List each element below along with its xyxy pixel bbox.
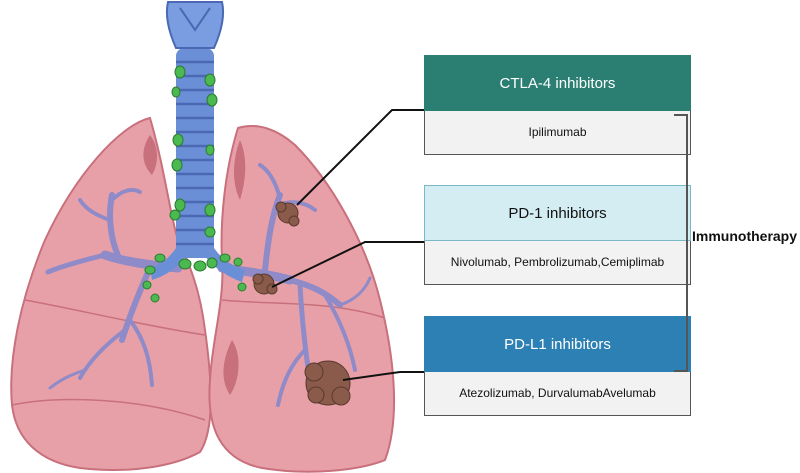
pdl1-drug-line: Atezolizumab, Durvalumab [459,386,603,401]
pd1-drug-line: Nivolumab, Pembrolizumab, [450,255,601,270]
pd1-drug-line: Cemiplimab [600,255,665,270]
pdl1-drug-line: Avelumab [602,386,656,401]
larynx [165,1,225,49]
lymph-nodes [142,65,247,303]
ctla4-drug-line: Ipilimumab [528,125,587,140]
immunotherapy-label: Immunotherapy [692,228,798,244]
ctla4-header: CTLA-4 inhibitors [424,55,691,111]
pdl1-drugs: Atezolizumab, Durvalumab Avelumab [424,372,691,416]
tumors [252,201,351,406]
pd1-drugs: Nivolumab, Pembrolizumab, Cemiplimab [424,241,691,285]
pdl1-header: PD-L1 inhibitors [424,316,691,372]
pd1-group: PD-1 inhibitors Nivolumab, Pembrolizumab… [424,185,691,285]
trachea [176,48,214,258]
bracket [674,114,688,372]
ctla4-drugs: Ipilimumab [424,111,691,155]
leader-lines [271,109,424,381]
pdl1-group: PD-L1 inhibitors Atezolizumab, Durvaluma… [424,316,691,416]
pd1-header: PD-1 inhibitors [424,185,691,241]
ctla4-group: CTLA-4 inhibitors Ipilimumab [424,55,691,155]
